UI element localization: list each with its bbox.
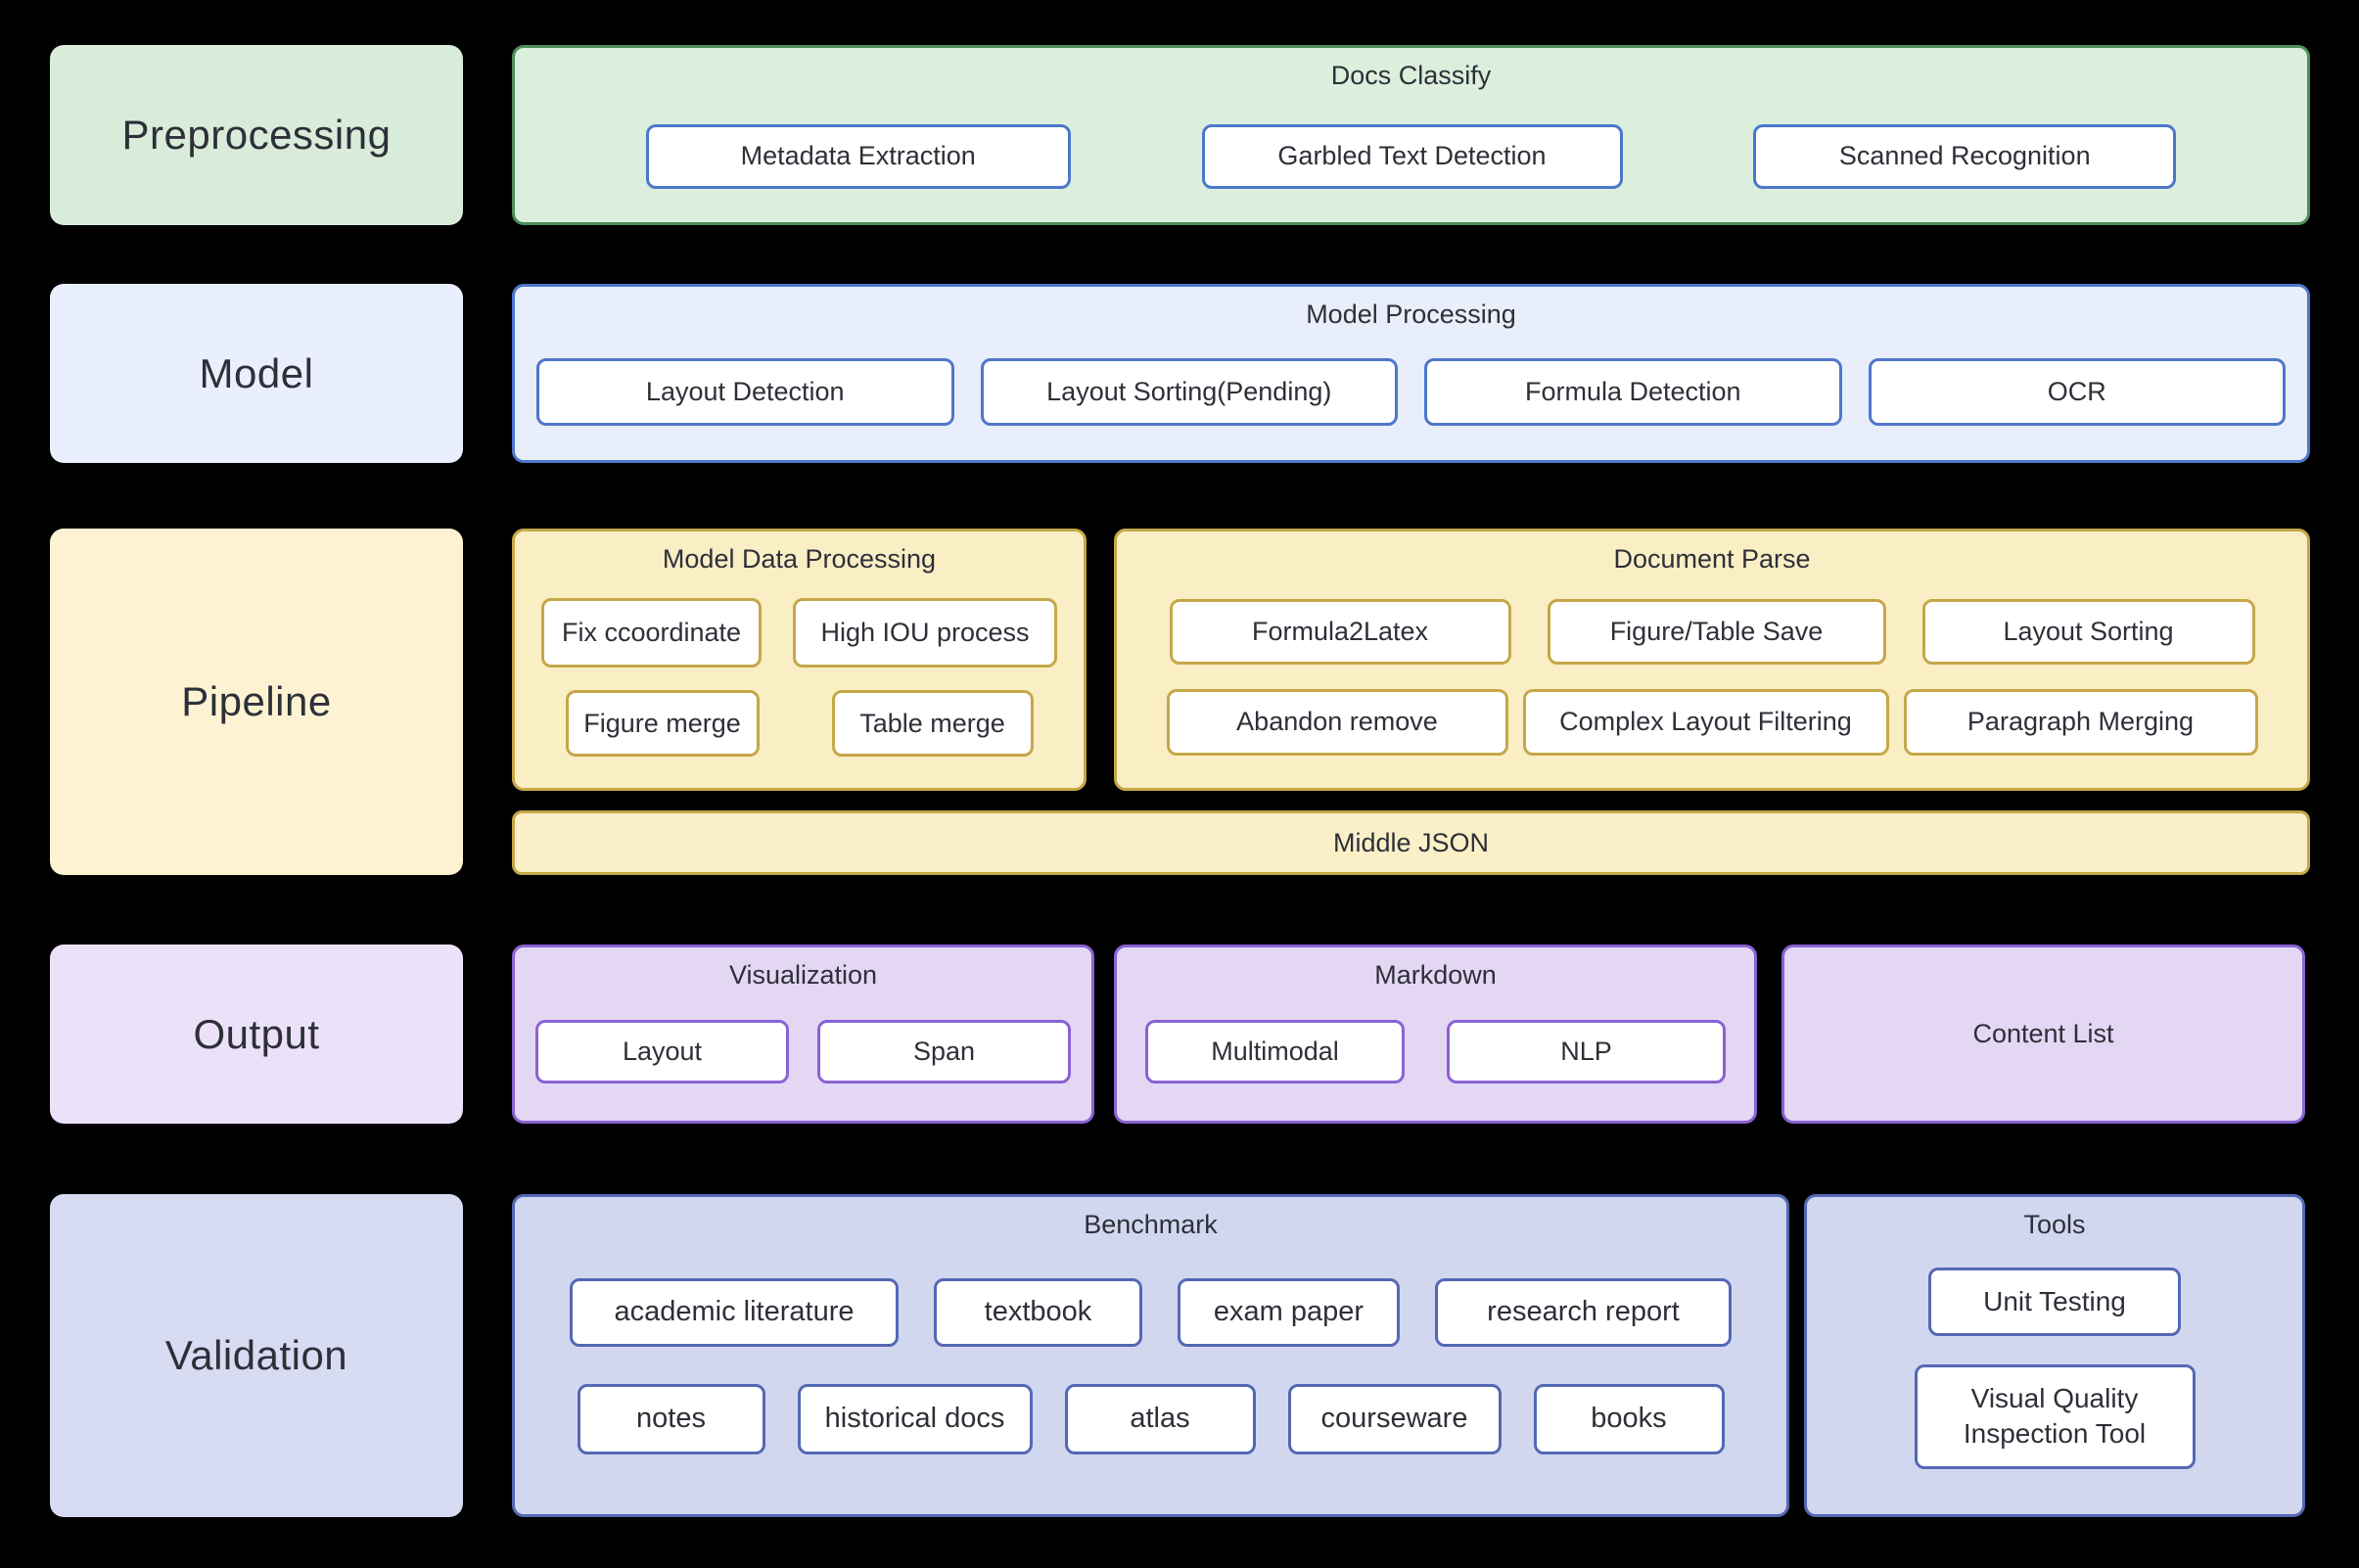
item-nlp: NLP — [1447, 1020, 1726, 1084]
group-title: Model Processing — [1306, 300, 1516, 329]
item-courseware: courseware — [1287, 1384, 1502, 1455]
item-layout-sorting: Layout Sorting — [1921, 599, 2255, 665]
item-scanned-recognition: Scanned Recognition — [1753, 124, 2177, 189]
item-layout: Layout — [535, 1020, 789, 1084]
row-label-text: Pipeline — [181, 678, 332, 724]
group-title: Tools — [2023, 1210, 2086, 1239]
item-visual-quality-inspection-tool: Visual Quality Inspection Tool — [1914, 1363, 2196, 1469]
item-table-merge: Table merge — [831, 690, 1034, 758]
benchmark-row-1: academic literature textbook exam paper … — [515, 1277, 1786, 1347]
item-figure-table-save: Figure/Table Save — [1547, 599, 1886, 665]
item-research-report: research report — [1435, 1277, 1732, 1347]
group-benchmark: Benchmark academic literature textbook e… — [512, 1194, 1789, 1517]
item-layout-sorting-pending: Layout Sorting(Pending) — [980, 358, 1398, 426]
group-visualization: Visualization Layout Span — [512, 945, 1094, 1124]
item-historical-docs: historical docs — [797, 1384, 1033, 1455]
group-tools: Tools Unit Testing Visual Quality Inspec… — [1804, 1194, 2305, 1517]
item-figure-merge: Figure merge — [565, 690, 760, 758]
item-high-iou-process: High IOU process — [793, 597, 1057, 668]
group-docs-classify: Docs Classify Metadata Extraction Garble… — [512, 45, 2310, 225]
benchmark-row-2: notes historical docs atlas courseware b… — [515, 1384, 1786, 1455]
item-fix-ccoordinate: Fix ccoordinate — [541, 597, 762, 668]
group-document-parse: Document Parse Formula2Latex Figure/Tabl… — [1114, 529, 2310, 791]
row-label-text: Model — [199, 349, 314, 396]
row-label-preprocessing: Preprocessing — [50, 45, 463, 225]
row-label-validation: Validation — [50, 1194, 463, 1517]
group-markdown: Markdown Multimodal NLP — [1114, 945, 1757, 1124]
group-title: Model Data Processing — [662, 544, 937, 574]
item-garbled-text-detection: Garbled Text Detection — [1201, 124, 1623, 189]
middle-json-bar: Middle JSON — [512, 810, 2310, 875]
row-label-model: Model — [50, 284, 463, 463]
mdp-row-2: Figure merge Table merge — [515, 690, 1084, 758]
item-ocr: OCR — [1868, 358, 2286, 426]
markdown-items: Multimodal NLP — [1117, 991, 1754, 1121]
middle-json-label: Middle JSON — [1332, 827, 1490, 857]
model-processing-items: Layout Detection Layout Sorting(Pending)… — [515, 330, 2307, 460]
visualization-items: Layout Span — [515, 991, 1091, 1121]
tools-items: Unit Testing Visual Quality Inspection T… — [1807, 1240, 2302, 1514]
group-title: Content List — [1972, 1019, 2114, 1048]
item-multimodal: Multimodal — [1145, 1020, 1405, 1084]
mdp-row-1: Fix ccoordinate High IOU process — [515, 597, 1084, 668]
model-data-processing-rows: Fix ccoordinate High IOU process Figure … — [515, 575, 1084, 788]
document-parse-rows: Formula2Latex Figure/Table Save Layout S… — [1117, 575, 2307, 788]
item-books: books — [1533, 1384, 1725, 1455]
group-title: Benchmark — [1084, 1210, 1218, 1239]
item-span: Span — [817, 1020, 1071, 1084]
item-exam-paper: exam paper — [1178, 1277, 1400, 1347]
item-notes: notes — [577, 1384, 765, 1455]
group-model-processing: Model Processing Layout Detection Layout… — [512, 284, 2310, 463]
row-label-text: Output — [193, 1010, 320, 1057]
docs-classify-items: Metadata Extraction Garbled Text Detecti… — [515, 91, 2307, 222]
item-unit-testing: Unit Testing — [1928, 1268, 2181, 1337]
benchmark-rows: academic literature textbook exam paper … — [515, 1240, 1786, 1514]
item-layout-detection: Layout Detection — [536, 358, 954, 426]
dp-row-2: Abandon remove Complex Layout Filtering … — [1117, 689, 2307, 756]
item-abandon-remove: Abandon remove — [1166, 689, 1508, 756]
item-atlas: atlas — [1064, 1384, 1256, 1455]
row-label-pipeline: Pipeline — [50, 529, 463, 875]
group-title: Visualization — [728, 960, 878, 990]
item-metadata-extraction: Metadata Extraction — [645, 124, 1071, 189]
group-title: Docs Classify — [1330, 61, 1492, 90]
item-academic-literature: academic literature — [570, 1277, 899, 1347]
row-label-text: Preprocessing — [121, 112, 392, 158]
group-content-list: Content List — [1781, 945, 2305, 1124]
item-formula-detection: Formula Detection — [1424, 358, 1842, 426]
row-label-text: Validation — [164, 1332, 348, 1378]
item-paragraph-merging: Paragraph Merging — [1903, 689, 2258, 756]
group-title: Document Parse — [1613, 544, 1811, 574]
item-textbook: textbook — [934, 1277, 1142, 1347]
tools-row-1: Unit Testing — [1807, 1268, 2302, 1337]
dp-row-1: Formula2Latex Figure/Table Save Layout S… — [1117, 599, 2307, 665]
tools-row-2: Visual Quality Inspection Tool — [1807, 1363, 2302, 1469]
group-model-data-processing: Model Data Processing Fix ccoordinate Hi… — [512, 529, 1087, 791]
item-complex-layout-filtering: Complex Layout Filtering — [1522, 689, 1889, 756]
group-title: Markdown — [1374, 960, 1497, 990]
row-label-output: Output — [50, 945, 463, 1124]
item-formula2latex: Formula2Latex — [1169, 599, 1511, 665]
